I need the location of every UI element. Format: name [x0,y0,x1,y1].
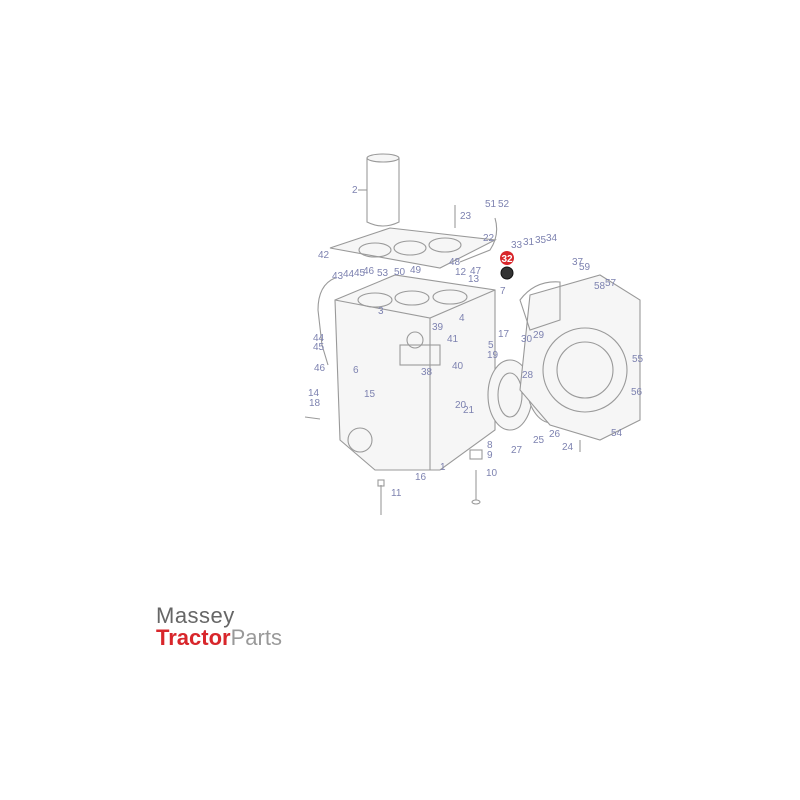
callout-26[interactable]: 26 [549,429,561,440]
callout-44[interactable]: 44 [313,333,325,344]
callout-27[interactable]: 27 [511,445,523,456]
callout-35[interactable]: 35 [535,235,547,246]
logo-tractor: Tractor [156,625,231,650]
callout-51[interactable]: 51 [485,199,497,210]
callout-45-top[interactable]: 45 [354,268,366,279]
callout-50[interactable]: 50 [394,267,406,278]
engine-block [334,274,496,471]
callout-42[interactable]: 42 [318,250,330,261]
callout-46-top[interactable]: 46 [363,266,375,277]
callout-56[interactable]: 56 [631,387,643,398]
callout-23[interactable]: 23 [460,211,472,222]
head-gasket [329,205,498,269]
callout-33[interactable]: 33 [511,240,523,251]
callout-19[interactable]: 19 [487,350,499,361]
callout-39[interactable]: 39 [432,322,444,333]
logo-massey: Massey [156,603,235,628]
callout-15[interactable]: 15 [364,389,376,400]
callout-13[interactable]: 13 [468,274,480,285]
callout-18[interactable]: 18 [309,398,321,409]
callout-25[interactable]: 25 [533,435,545,446]
callout-46[interactable]: 46 [314,363,326,374]
callout-30[interactable]: 30 [521,334,533,345]
callout-48[interactable]: 48 [449,257,461,268]
callout-58[interactable]: 58 [594,281,606,292]
callout-54[interactable]: 54 [611,428,623,439]
callout-57[interactable]: 57 [605,278,617,289]
callout-9[interactable]: 9 [487,450,493,461]
callout-29[interactable]: 29 [533,330,545,341]
callout-14[interactable]: 14 [308,388,320,399]
callout-31[interactable]: 31 [523,237,535,248]
callout-38[interactable]: 38 [421,367,433,378]
callout-55[interactable]: 55 [632,354,644,365]
callout-11[interactable]: 11 [391,488,402,499]
oil-pipe [317,277,336,366]
highlighted-part-32[interactable]: 32 [500,251,514,280]
callout-34[interactable]: 34 [546,233,558,244]
callout-12[interactable]: 12 [455,267,467,278]
callout-labels: 2 51 52 23 22 42 33 31 35 34 37 59 43 44… [308,185,644,499]
callout-28[interactable]: 28 [522,370,534,381]
callout-1[interactable]: 1 [440,462,446,473]
callout-8[interactable]: 8 [487,440,493,451]
callout-7[interactable]: 7 [500,286,506,297]
callout-53[interactable]: 53 [377,268,389,279]
bolts [304,416,581,515]
logo-tractorparts: TractorParts [156,627,282,649]
callout-21[interactable]: 21 [463,405,475,416]
callout-40[interactable]: 40 [452,361,464,372]
callout-52[interactable]: 52 [498,199,510,210]
callout-5[interactable]: 5 [488,340,494,351]
callout-44-top[interactable]: 44 [343,269,355,280]
callout-43[interactable]: 43 [332,271,344,282]
callout-6[interactable]: 6 [353,365,359,376]
callout-4[interactable]: 4 [459,313,465,324]
callout-17[interactable]: 17 [498,329,510,340]
callout-47[interactable]: 47 [470,266,482,277]
callout-24[interactable]: 24 [562,442,574,453]
callout-41[interactable]: 41 [447,334,459,345]
callout-10[interactable]: 10 [486,468,498,479]
callout-45[interactable]: 45 [313,342,325,353]
flywheel-housing [519,274,641,441]
callout-22[interactable]: 22 [483,233,495,244]
logo-parts: Parts [230,625,282,650]
callout-49[interactable]: 49 [410,265,422,276]
callout-59[interactable]: 59 [579,262,591,273]
callout-37[interactable]: 37 [572,257,584,268]
callout-32[interactable]: 32 [501,254,513,265]
callout-2[interactable]: 2 [352,185,358,196]
callout-3[interactable]: 3 [378,306,384,317]
callout-20[interactable]: 20 [455,400,467,411]
cylinder-liner [358,153,400,227]
callout-16[interactable]: 16 [415,472,427,483]
